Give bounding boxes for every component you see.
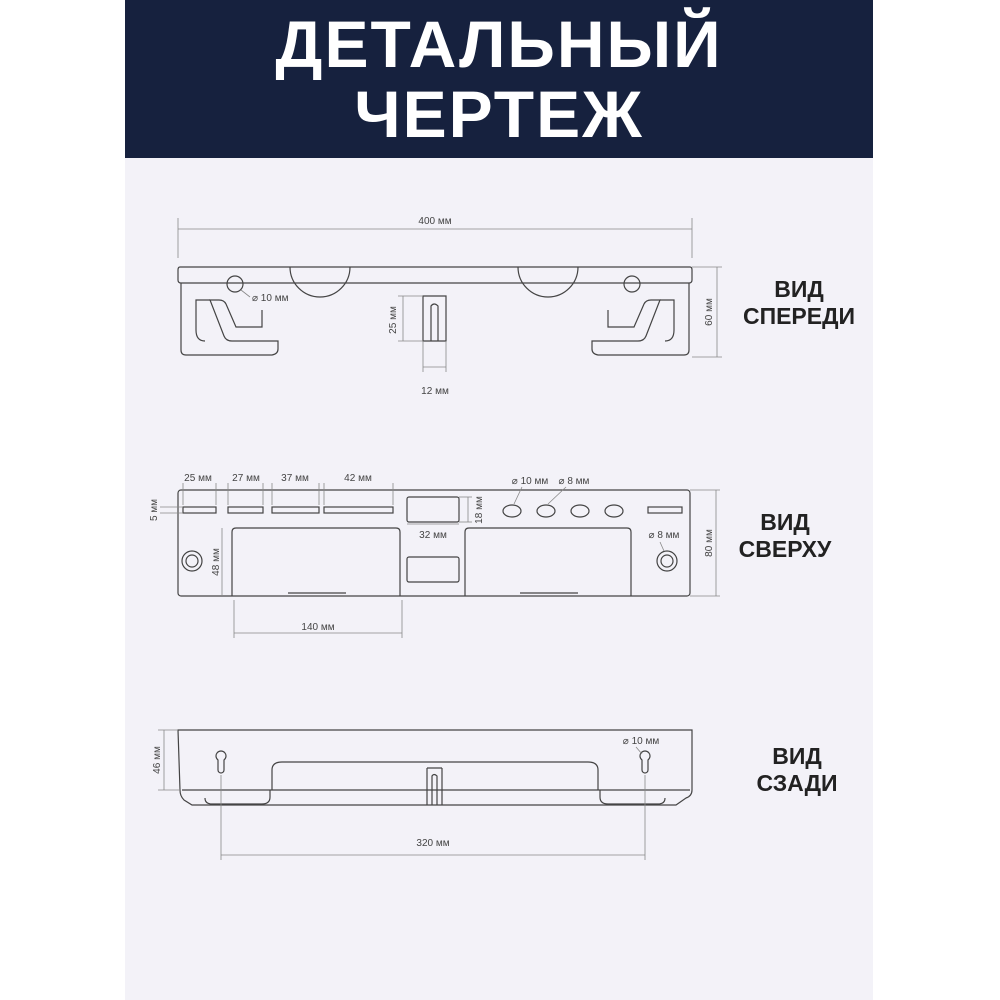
slot-37-label: 37 мм <box>281 473 309 484</box>
front-slot-width-label: 12 мм <box>421 386 449 397</box>
top-pocket-width-label: 140 мм <box>301 622 334 633</box>
front-hole-right <box>623 275 641 293</box>
back-view-label-line-1: ВИД <box>772 743 822 769</box>
title-line-1: ДЕТАЛЬНЫЙ <box>275 7 723 81</box>
title-line-2: ЧЕРТЕЖ <box>354 77 644 151</box>
back-view-label-line-2: СЗАДИ <box>756 770 838 796</box>
top-view-label: ВИД СВЕРХУ <box>695 509 875 563</box>
front-view: 400 мм ⌀ 10 мм 25 мм 12 мм 60 <box>177 216 722 397</box>
top-depth-label: 80 мм <box>704 529 715 557</box>
top-rect-height-label: 18 мм <box>474 496 485 524</box>
back-view-label: ВИД СЗАДИ <box>707 743 887 797</box>
top-view-label-line-2: СВЕРХУ <box>738 536 832 562</box>
top-hole-8-right-label: ⌀ 8 мм <box>649 530 680 541</box>
top-pocket-height-label: 48 мм <box>211 548 222 576</box>
front-view-label: ВИД СПЕРЕДИ <box>709 276 889 330</box>
top-view-label-line-1: ВИД <box>760 509 810 535</box>
page-background <box>125 0 873 1000</box>
front-slot-height-label: 25 мм <box>388 306 399 334</box>
back-spacing-label: 320 мм <box>416 838 449 849</box>
slot-25-label: 25 мм <box>184 473 212 484</box>
front-view-label-line-1: ВИД <box>774 276 824 302</box>
title-banner: ДЕТАЛЬНЫЙ ЧЕРТЕЖ <box>125 0 873 158</box>
front-hole-left <box>226 275 244 293</box>
slot-42-label: 42 мм <box>344 473 372 484</box>
back-hole-label: ⌀ 10 мм <box>623 736 660 747</box>
front-width-label: 400 мм <box>418 216 451 227</box>
front-hole-label: ⌀ 10 мм <box>252 293 289 304</box>
slot-27-label: 27 мм <box>232 473 260 484</box>
front-view-label-line-2: СПЕРЕДИ <box>742 303 856 329</box>
top-hole-10-label: ⌀ 10 мм <box>512 476 549 487</box>
back-view: ⌀ 10 мм 46 мм 320 мм <box>152 729 693 860</box>
top-view: 25 мм 27 мм 37 мм 42 мм 5 мм 48 мм 32 мм… <box>149 473 720 638</box>
top-rect-width-label: 32 мм <box>419 530 447 541</box>
top-hole-8-label: ⌀ 8 мм <box>559 476 590 487</box>
top-offset-label: 5 мм <box>149 499 160 521</box>
front-height-label: 60 мм <box>704 298 715 326</box>
back-height-label: 46 мм <box>152 746 163 774</box>
